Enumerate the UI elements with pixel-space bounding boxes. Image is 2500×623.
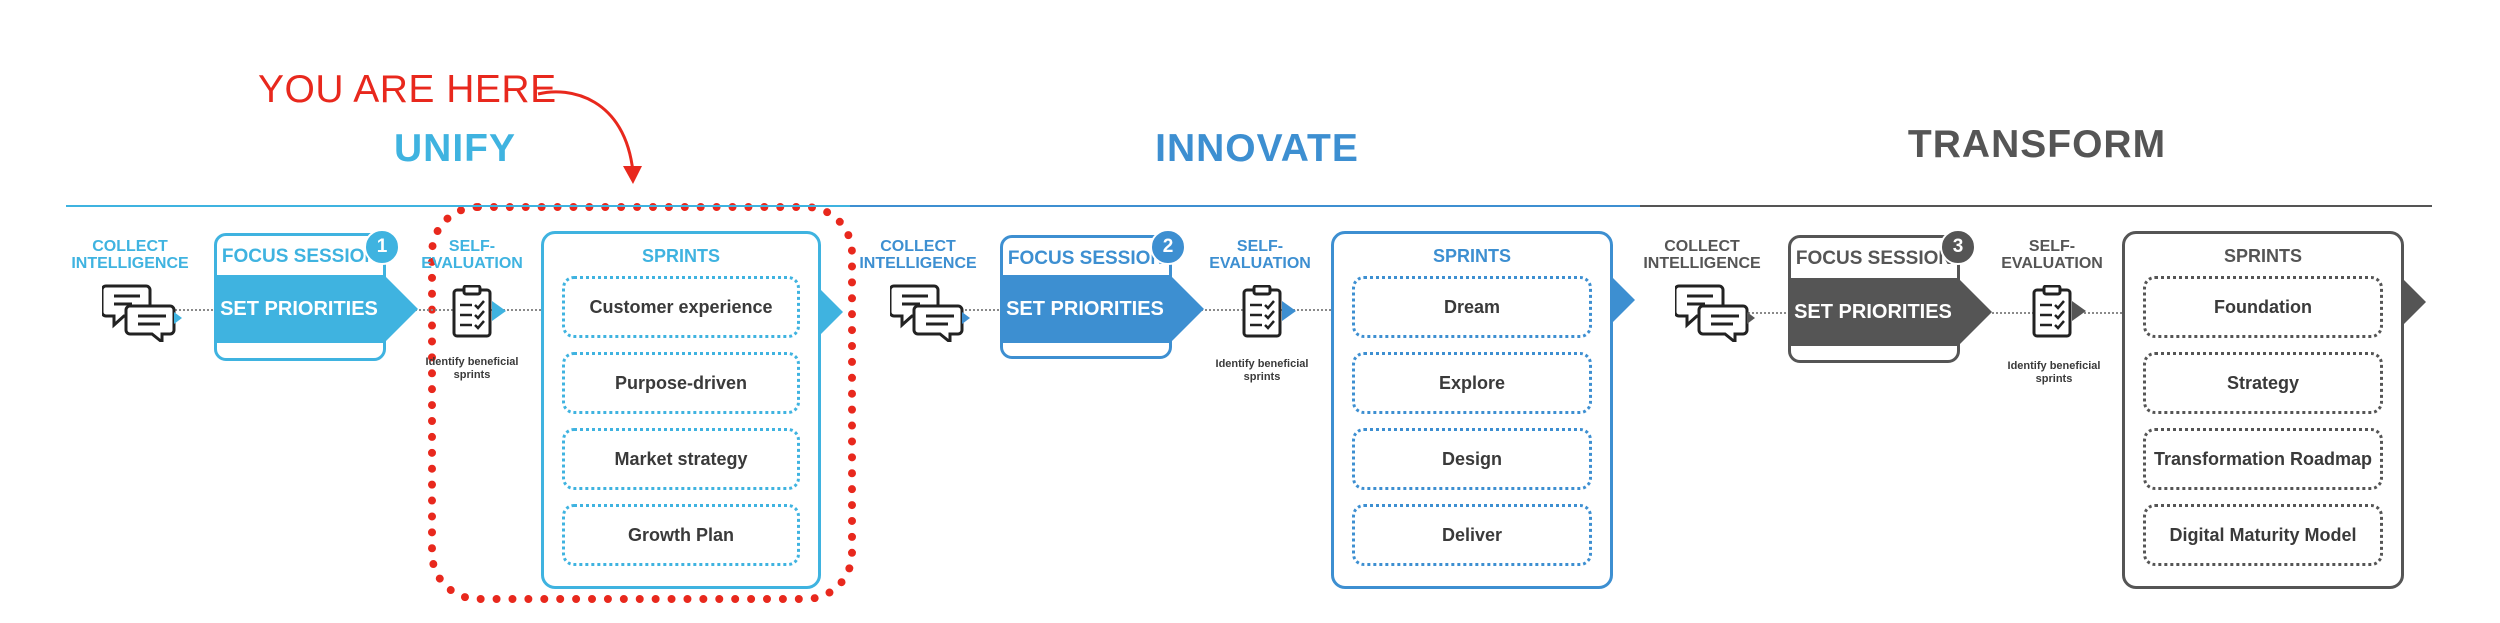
band-arrow-icon (384, 275, 418, 343)
transform-phase-title: TRANSFORM (1907, 123, 2167, 166)
band-arrow-icon (1958, 278, 1992, 346)
unify-sprint-item: Customer experience (562, 276, 800, 338)
you-are-here-label: YOU ARE HERE (258, 68, 557, 111)
current-step-highlight (428, 203, 856, 603)
unify-phase-title: UNIFY (394, 127, 516, 170)
checklist-clipboard-icon (2030, 284, 2094, 344)
innovate-sprints-title: SPRINTS (1432, 246, 1511, 266)
unify-set-priorities-label: SET PRIORITIES (220, 298, 378, 320)
innovate-phase-rule (850, 205, 1640, 207)
unify-sprints-title: SPRINTS (641, 246, 720, 266)
unify-phase-rule (66, 205, 850, 207)
transform-step-badge: 3 (1940, 229, 1976, 265)
innovate-step-badge: 2 (1150, 229, 1186, 265)
innovate-sprint-item: Design (1352, 428, 1592, 490)
checklist-clipboard-icon (1240, 284, 1304, 344)
chat-bubbles-icon (1673, 282, 1755, 347)
band-arrow-icon (1170, 275, 1204, 343)
unify-sprint-item: Purpose-driven (562, 352, 800, 414)
checklist-clipboard-icon (450, 284, 514, 344)
innovate-sprint-item: Explore (1352, 352, 1592, 414)
chat-bubbles-icon (888, 282, 970, 347)
transform-set-priorities-band: SET PRIORITIES (1788, 278, 1958, 346)
transform-set-priorities-label: SET PRIORITIES (1794, 301, 1952, 323)
pointer-arrow-icon (537, 90, 642, 184)
unify-collect-intelligence-label: COLLECT INTELLIGENCE (71, 238, 189, 272)
unify-set-priorities-band: SET PRIORITIES (214, 275, 384, 343)
transform-sprints-title: SPRINTS (2223, 246, 2302, 266)
unify-focus-session-label: FOCUS SESSION (221, 246, 379, 267)
innovate-collect-intelligence-label: COLLECT INTELLIGENCE (859, 238, 977, 272)
innovate-focus-session-label: FOCUS SESSION (1007, 248, 1165, 269)
transform-sprint-item: Strategy (2143, 352, 2383, 414)
transform-self-evaluation-caption: Identify beneficial sprints (2007, 360, 2101, 385)
innovate-set-priorities-band: SET PRIORITIES (1000, 275, 1170, 343)
unify-sprint-item: Growth Plan (562, 504, 800, 566)
transform-phase-rule (1640, 205, 2432, 207)
unify-end-arrow-icon (821, 290, 843, 334)
transform-sprint-item: Digital Maturity Model (2143, 504, 2383, 566)
transform-self-evaluation-label: SELF-EVALUATION (2001, 238, 2103, 272)
unify-step-badge: 1 (364, 229, 400, 265)
transform-sprint-item: Transformation Roadmap (2143, 428, 2383, 490)
chat-bubbles-icon (100, 282, 182, 347)
innovate-self-evaluation-label: SELF-EVALUATION (1209, 238, 1311, 272)
transform-focus-session-label: FOCUS SESSION (1795, 248, 1953, 269)
innovate-self-evaluation-caption: Identify beneficial sprints (1215, 358, 1309, 383)
unify-self-evaluation-caption: Identify beneficial sprints (425, 356, 519, 381)
transform-collect-intelligence-label: COLLECT INTELLIGENCE (1643, 238, 1761, 272)
innovate-set-priorities-label: SET PRIORITIES (1006, 298, 1164, 320)
transform-sprint-item: Foundation (2143, 276, 2383, 338)
innovate-end-arrow-icon (1613, 278, 1635, 322)
innovate-phase-title: INNOVATE (1155, 127, 1359, 170)
transform-end-arrow-icon (2404, 280, 2426, 324)
unify-self-evaluation-label: SELF-EVALUATION (421, 238, 523, 272)
unify-sprint-item: Market strategy (562, 428, 800, 490)
innovate-sprint-item: Deliver (1352, 504, 1592, 566)
innovate-sprint-item: Dream (1352, 276, 1592, 338)
